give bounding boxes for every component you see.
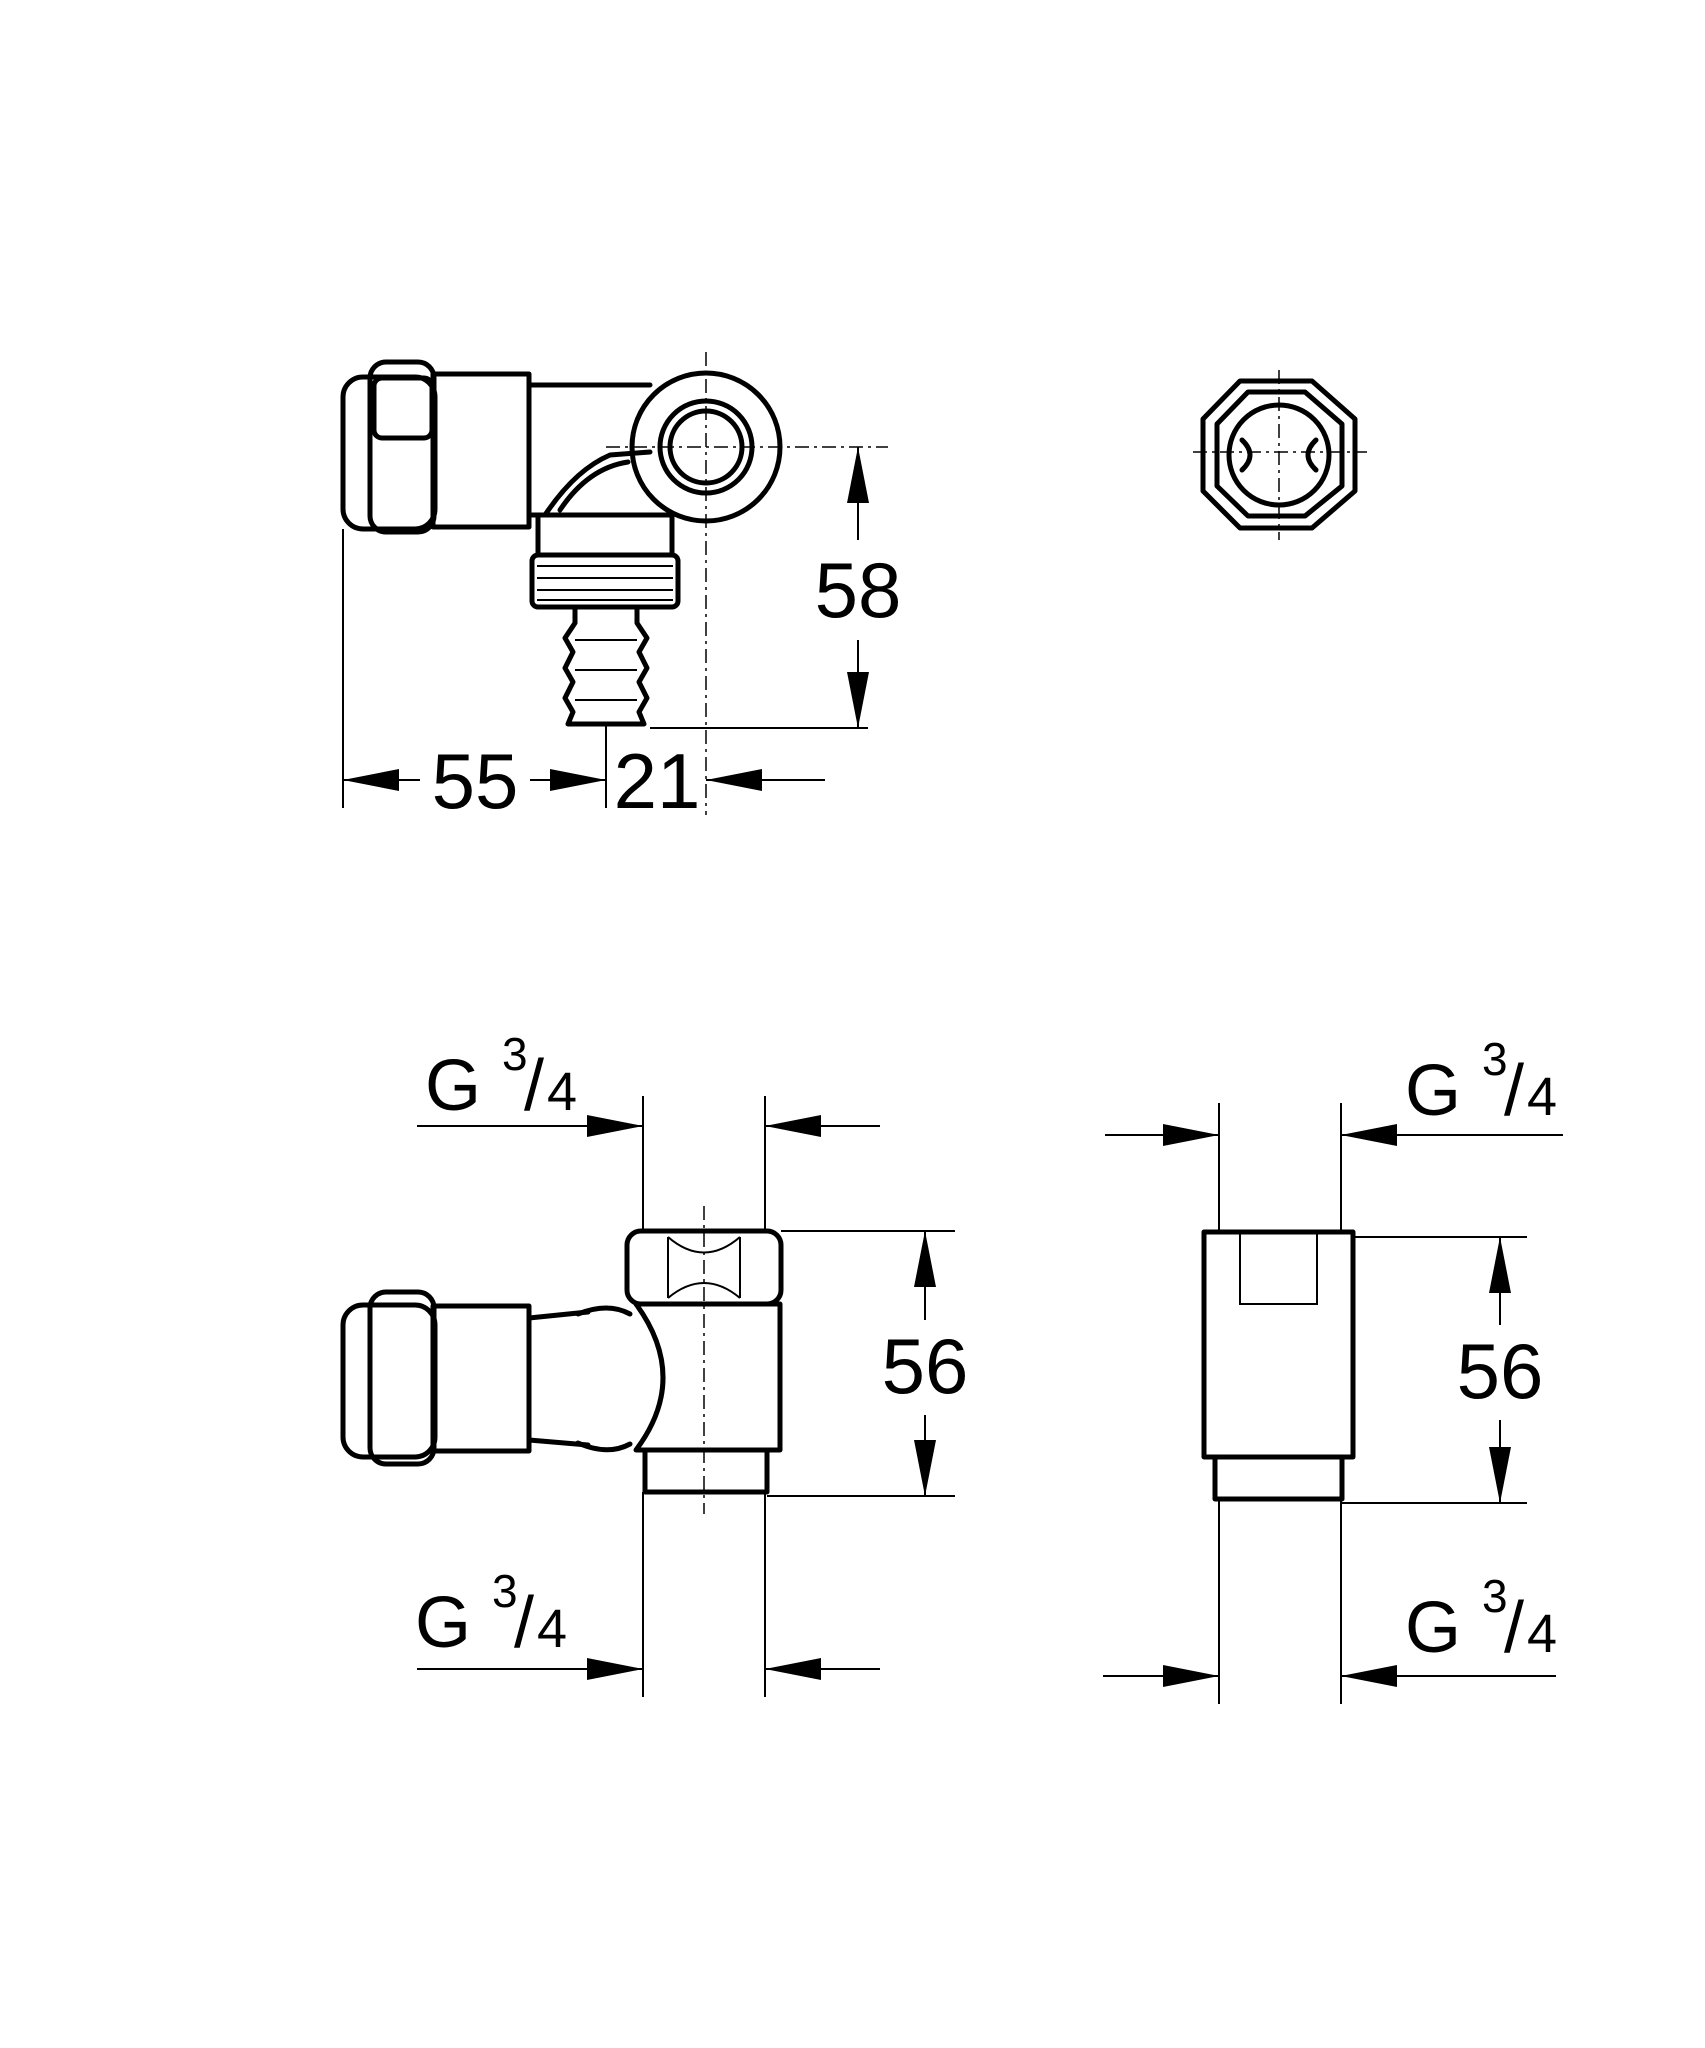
svg-text:4: 4 bbox=[1527, 1067, 1557, 1127]
end-view-valve bbox=[1200, 378, 1358, 531]
side-view-valve bbox=[1201, 1229, 1356, 1502]
svg-text:/: / bbox=[1504, 1051, 1524, 1131]
svg-text:4: 4 bbox=[537, 1599, 567, 1659]
svg-text:4: 4 bbox=[547, 1062, 577, 1122]
front-view-valve bbox=[340, 1228, 784, 1495]
dimension-width-21: 21 bbox=[614, 737, 701, 825]
svg-text:G: G bbox=[425, 1046, 481, 1126]
svg-text:/: / bbox=[1504, 1588, 1524, 1668]
top-view-centerlines bbox=[606, 352, 888, 815]
thread-label-side-top: G 3 / 4 bbox=[1405, 1033, 1557, 1131]
svg-text:3: 3 bbox=[502, 1028, 528, 1080]
top-view-dimension-lines bbox=[342, 447, 869, 808]
side-view-dimension-lines bbox=[1103, 1103, 1563, 1704]
svg-text:G: G bbox=[1405, 1051, 1461, 1131]
end-view-centerlines bbox=[1193, 370, 1367, 540]
dimension-height-56-side: 56 bbox=[1457, 1327, 1544, 1415]
top-view-valve bbox=[340, 359, 783, 727]
thread-label-side-bottom: G 3 / 4 bbox=[1405, 1570, 1557, 1668]
dimension-height-56-front: 56 bbox=[882, 1322, 969, 1410]
svg-text:/: / bbox=[514, 1583, 534, 1663]
svg-text:4: 4 bbox=[1527, 1604, 1557, 1664]
front-view-dimension-lines bbox=[417, 1096, 955, 1697]
dimension-width-55: 55 bbox=[432, 737, 519, 825]
thread-label-front-bottom: G 3 / 4 bbox=[415, 1565, 567, 1663]
svg-text:/: / bbox=[524, 1046, 544, 1126]
thread-label-front-top: G 3 / 4 bbox=[425, 1028, 577, 1126]
svg-text:3: 3 bbox=[492, 1565, 518, 1617]
dimension-height-58: 58 bbox=[815, 546, 902, 634]
svg-text:G: G bbox=[1405, 1588, 1461, 1668]
svg-text:3: 3 bbox=[1482, 1033, 1508, 1085]
svg-text:G: G bbox=[415, 1583, 471, 1663]
svg-text:3: 3 bbox=[1482, 1570, 1508, 1622]
